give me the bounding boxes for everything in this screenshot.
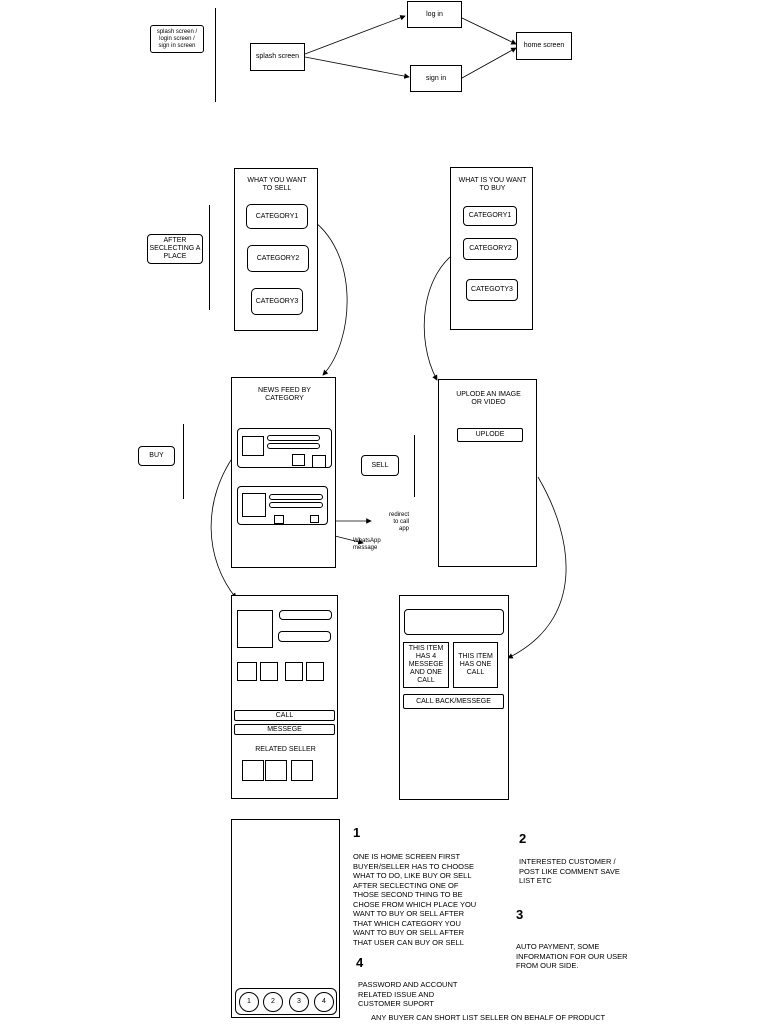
sell-divider	[414, 435, 415, 497]
feed-card-1-line-1	[267, 435, 320, 441]
whatsapp-note: WhatsApp message	[353, 538, 381, 551]
note-2-text: INTERESTED CUSTOMER / POST LIKE COMMENT …	[519, 857, 620, 885]
signin-label: sign in	[425, 74, 447, 82]
arrow-signin-home	[461, 47, 517, 79]
home-screen-label: home screen	[523, 42, 565, 49]
product-detail-screen: CALL MESSEGE RELATED SELLER	[231, 595, 338, 799]
product-thumb-2[interactable]	[260, 662, 278, 681]
arrow-category-upload	[423, 247, 464, 381]
buy-label: BUY	[138, 446, 175, 466]
feed-card-2-call-icon[interactable]	[274, 515, 284, 524]
note-1-text: ONE IS HOME SCREEN FIRST BUYER/SELLER HA…	[353, 852, 477, 947]
feed-card-2-line-1	[269, 494, 323, 500]
news-feed-title: NEWS FEED BY CATEGORY	[258, 387, 311, 402]
footer-note: ANY BUYER CAN SHORT LIST SELLER ON BEHAL…	[371, 1013, 606, 1022]
redirect-call-note: redirect to call app	[388, 512, 409, 532]
buy-category-2[interactable]: CATEGORY2	[463, 238, 518, 260]
note-3-number: 3	[516, 907, 524, 922]
feed-card-1-message-icon[interactable]	[312, 455, 326, 468]
seller-stats-screen: THIS ITEM HAS 4 MESSEGE AND ONE CALL THI…	[399, 595, 509, 800]
buy-category-1[interactable]: CATEGORY1	[463, 206, 517, 226]
place-divider	[209, 205, 210, 310]
note-4-number: 4	[356, 955, 364, 970]
call-count-text: THIS ITEM HAS ONE CALL	[458, 653, 493, 676]
message-count-box: THIS ITEM HAS 4 MESSEGE AND ONE CALL	[403, 642, 449, 688]
sell-category-screen: WHAT YOU WANT TO SELL CATEGORY1 CATEGORY…	[234, 168, 318, 331]
note-4-text: PASSWORD AND ACCOUNT RELATED ISSUE AND C…	[358, 980, 458, 1008]
login-box: log in	[407, 1, 462, 28]
bottom-nav-item-4[interactable]: 4	[314, 992, 334, 1012]
sell-category-2[interactable]: CATEGORY2	[247, 245, 309, 272]
arrow-login-home	[461, 17, 517, 45]
feed-card-2-message-icon[interactable]	[310, 515, 319, 523]
product-image	[237, 610, 273, 648]
flow-section-label-text: splash screen / login screen / sign in s…	[156, 28, 198, 49]
call-button[interactable]: CALL	[234, 710, 335, 721]
after-place-label: AFTER SECLECTING A PLACE	[147, 234, 203, 264]
sell-category-3[interactable]: CATEGORY3	[251, 288, 303, 315]
note-3-text: AUTO PAYMENT, SOME INFORMATION FOR OUR U…	[516, 942, 628, 970]
feed-card-2[interactable]	[237, 486, 328, 525]
seller-stats-header	[404, 609, 504, 635]
feed-card-1[interactable]	[237, 428, 332, 468]
related-seller-3[interactable]	[291, 760, 313, 781]
buy-category-3[interactable]: CATEGOTY3	[466, 279, 518, 301]
product-price-field	[278, 631, 331, 642]
upload-title: UPLODE AN IMAGE OR VIDEO	[456, 391, 521, 406]
arrow-splash-login	[304, 15, 406, 55]
bottom-nav-item-2[interactable]: 2	[263, 992, 283, 1012]
flow-divider	[215, 8, 216, 102]
buy-category-screen: WHAT IS YOU WANT TO BUY CATEGORY1 CATEGO…	[450, 167, 533, 330]
note-2-number: 2	[519, 831, 527, 846]
home-screen-box: home screen	[516, 32, 572, 60]
call-back-message-button[interactable]: CALL BACK/MESSEGE	[403, 694, 504, 709]
upload-screen: UPLODE AN IMAGE OR VIDEO UPLODE	[438, 379, 537, 567]
sell-category-1[interactable]: CATEGORY1	[246, 204, 308, 229]
feed-card-2-line-2	[269, 502, 323, 508]
login-label: log in	[426, 10, 443, 18]
product-title-field	[279, 610, 332, 620]
after-place-text: AFTER SECLECTING A PLACE	[149, 237, 201, 260]
sell-label: SELL	[361, 455, 399, 476]
bottom-nav-item-1[interactable]: 1	[239, 992, 259, 1012]
arrow-feed-product	[210, 449, 239, 599]
related-seller-heading: RELATED SELLER	[255, 746, 316, 753]
call-count-box: THIS ITEM HAS ONE CALL	[453, 642, 498, 688]
arrow-upload-stats	[507, 476, 567, 659]
note-1-number: 1	[353, 825, 361, 840]
signin-box: sign in	[410, 65, 462, 92]
related-seller-2[interactable]	[265, 760, 287, 781]
sell-category-title: WHAT YOU WANT TO SELL	[247, 177, 307, 192]
feed-card-1-line-2	[267, 443, 320, 449]
splash-screen-label: splash screen	[255, 53, 300, 60]
home-wireframe-screen: 1 2 3 4	[231, 819, 340, 1018]
feed-card-1-call-icon[interactable]	[292, 454, 305, 466]
news-feed-screen: NEWS FEED BY CATEGORY	[231, 377, 336, 568]
product-thumb-3[interactable]	[285, 662, 303, 681]
arrow-splash-signin	[304, 56, 410, 79]
related-seller-1[interactable]	[242, 760, 264, 781]
upload-button[interactable]: UPLODE	[457, 428, 523, 442]
buy-category-title: WHAT IS YOU WANT TO BUY	[458, 177, 527, 192]
bottom-nav-item-3[interactable]: 3	[289, 992, 309, 1012]
product-thumb-1[interactable]	[237, 662, 257, 681]
bottom-nav-bar: 1 2 3 4	[235, 988, 337, 1015]
product-thumb-4[interactable]	[306, 662, 324, 681]
flow-section-label: splash screen / login screen / sign in s…	[150, 25, 204, 53]
arrow-category-newsfeed	[307, 216, 348, 376]
feed-card-1-image	[242, 436, 264, 456]
feed-card-2-image	[242, 493, 266, 517]
message-button[interactable]: MESSEGE	[234, 724, 335, 735]
splash-screen-box: splash screen	[250, 43, 305, 71]
message-count-text: THIS ITEM HAS 4 MESSEGE AND ONE CALL	[408, 645, 444, 684]
buy-divider	[183, 424, 184, 499]
